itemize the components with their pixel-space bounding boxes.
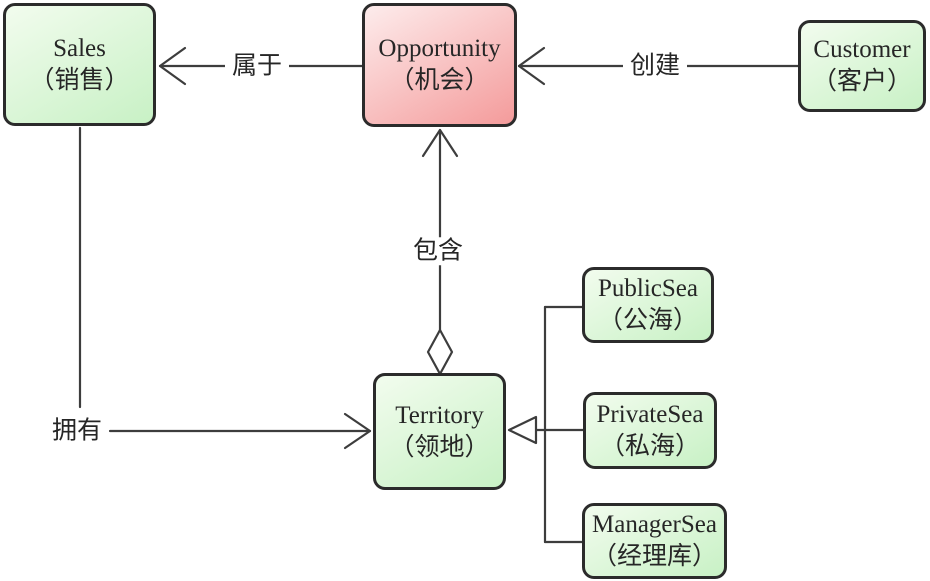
node-customer: Customer （客户）	[798, 20, 926, 112]
open-arrowhead-icon	[517, 46, 546, 86]
node-opportunity-zh: （机会）	[389, 67, 490, 94]
edge-label-owns: 拥有	[44, 417, 110, 445]
node-privatesea-name: PrivateSea	[596, 400, 704, 428]
node-managersea-name: ManagerSea	[592, 511, 717, 538]
open-arrowhead-icon	[158, 46, 187, 86]
edge-contains	[421, 128, 459, 376]
node-publicsea-name: PublicSea	[598, 275, 698, 302]
node-managersea-zh: （经理库）	[591, 543, 717, 570]
node-publicsea: PublicSea （公海）	[582, 267, 714, 343]
node-sales-name: Sales	[53, 34, 106, 62]
node-publicsea-zh: （公海）	[597, 307, 698, 334]
node-opportunity-name: Opportunity	[378, 35, 501, 62]
aggregation-diamond-icon	[426, 328, 454, 376]
node-customer-name: Customer	[813, 36, 911, 63]
node-privatesea: PrivateSea （私海）	[583, 392, 717, 469]
node-customer-zh: （客户）	[811, 68, 912, 95]
node-managersea: ManagerSea （经理库）	[582, 503, 727, 579]
node-sales-zh: （销售）	[29, 66, 130, 94]
inheritance-triangle-icon	[507, 415, 538, 445]
node-territory: Territory （领地）	[373, 373, 506, 490]
node-sales: Sales （销售）	[3, 3, 156, 126]
node-territory-name: Territory	[395, 401, 484, 429]
edge-owns	[78, 126, 372, 450]
edge-label-contains: 包含	[405, 237, 471, 265]
edge-generalization	[507, 305, 585, 544]
edge-label-creates: 创建	[622, 52, 688, 80]
edge-label-belongs-to: 属于	[224, 52, 290, 80]
open-arrowhead-icon	[343, 412, 372, 450]
node-territory-zh: （领地）	[389, 433, 490, 461]
node-privatesea-zh: （私海）	[599, 432, 700, 460]
node-opportunity: Opportunity （机会）	[362, 3, 517, 127]
open-arrowhead-icon	[421, 128, 459, 158]
